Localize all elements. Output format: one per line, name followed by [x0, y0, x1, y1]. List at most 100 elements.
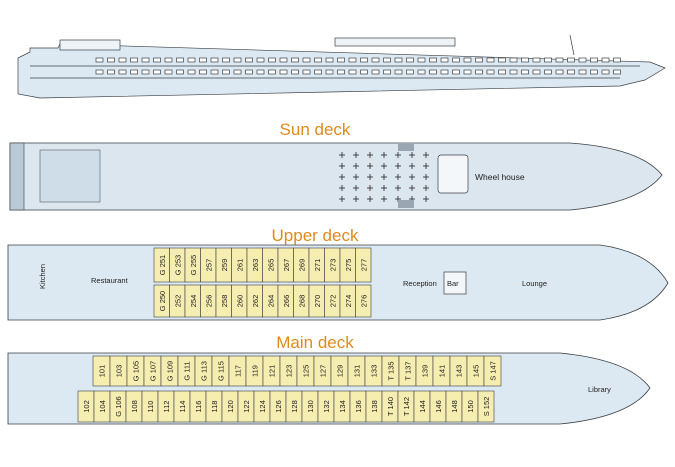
upper-deck-bottom-cabin-number: 272 [328, 295, 337, 308]
sun-deck-aft-area [39, 149, 101, 203]
upper-deck-bottom-cabin-number: 254 [189, 295, 198, 308]
sun-lounger-marker [381, 152, 387, 158]
profile-window [314, 69, 322, 75]
sun-lounger-marker [367, 163, 373, 169]
profile-window [567, 69, 575, 75]
wheel-house-label: Wheel house [475, 172, 525, 182]
profile-window [291, 69, 299, 75]
main-deck-bottom-cabin-number: 138 [370, 400, 379, 413]
main-deck-top-cabin-number: 143 [455, 365, 464, 378]
sun-lounger-marker [409, 185, 415, 191]
profile-window [406, 69, 414, 75]
profile-window [452, 57, 460, 63]
upper-deck-top-cabin-number: 273 [328, 259, 337, 272]
main-deck-bottom-cabin-number: 126 [274, 400, 283, 413]
profile-window [521, 57, 529, 63]
profile-window [325, 57, 334, 63]
profile-window [486, 69, 495, 75]
upper-deck-top-cabin-number: 263 [251, 259, 260, 272]
main-deck-bottom-cabin-number: 108 [130, 400, 139, 413]
main-deck-top-cabin-number: 103 [115, 365, 124, 378]
main-deck-top-cabin-number: G 109 [166, 361, 175, 381]
upper-deck-bottom-cabin-number: 268 [297, 295, 306, 308]
main-deck-top-cabin-number: S 147 [489, 361, 498, 381]
mast [569, 34, 575, 56]
sun-lounger-marker [423, 152, 429, 158]
upper-deck: Kitchen Restaurant Reception Bar Lounge … [7, 244, 669, 321]
profile-window [130, 69, 138, 75]
main-deck-bottom-cabin-number: 150 [466, 400, 475, 413]
main-deck-bottom-cabin-number: 146 [434, 400, 443, 413]
profile-window [544, 57, 552, 63]
profile-window [486, 57, 495, 63]
profile-window [302, 57, 311, 63]
upper-deck-bottom-cabin-number: 270 [313, 295, 322, 308]
profile-window [164, 57, 173, 63]
profile-window [452, 69, 460, 75]
main-deck-top-cabin-number: 123 [285, 365, 294, 378]
superstructure-sun [59, 39, 121, 51]
main-deck-top-cabin-number: 101 [98, 365, 107, 378]
profile-window [130, 57, 138, 63]
profile-window [291, 57, 299, 63]
profile-window [613, 57, 621, 63]
main-deck-top-cabin-number: 129 [336, 365, 345, 378]
main-deck-top-cabin-number: G 107 [149, 361, 158, 381]
profile-window [383, 69, 391, 75]
main-deck-bottom-cabin-number: 128 [290, 400, 299, 413]
profile-window [601, 57, 610, 63]
main-deck-bottom-cabin-number: T 140 [386, 397, 395, 416]
profile-window [348, 69, 357, 75]
profile-window [279, 69, 288, 75]
upper-deck-title: Upper deck [271, 226, 359, 245]
ship-profile [17, 34, 666, 99]
profile-window [590, 69, 598, 75]
main-deck-top-cabin-number: 131 [353, 365, 362, 378]
sun-deck: Wheel house [9, 142, 663, 211]
profile-window [475, 69, 483, 75]
main-deck-bottom-cabin-number: 136 [354, 400, 363, 413]
main-deck-top-cabin-number: G 113 [200, 361, 209, 381]
profile-window [302, 69, 311, 75]
main-deck-bottom-cabin-number: 104 [98, 400, 107, 413]
main-deck-top-cabin-number: 141 [438, 365, 447, 378]
profile-window [578, 57, 587, 63]
profile-window [601, 69, 610, 75]
profile-window [222, 69, 230, 75]
profile-window [164, 69, 173, 75]
sun-lounger-marker [395, 163, 401, 169]
profile-window [141, 69, 150, 75]
upper-deck-top-cabin-number: G 255 [189, 255, 198, 275]
profile-window [95, 57, 104, 63]
main-deck-bottom-cabin-number: 148 [450, 400, 459, 413]
main-deck-top-cabin-number: T 135 [387, 361, 396, 380]
main-deck-top-cabin-number: 121 [268, 365, 277, 378]
profile-window [153, 57, 161, 63]
profile-window [475, 57, 483, 63]
main-deck-bottom-cabin [477, 390, 495, 423]
sun-deck-stairs-top [398, 143, 414, 151]
profile-window [233, 69, 242, 75]
sun-lounger-marker [367, 174, 373, 180]
profile-window [107, 57, 115, 63]
sun-lounger-marker [395, 174, 401, 180]
profile-window [498, 69, 506, 75]
sun-lounger-marker [395, 152, 401, 158]
upper-deck-top-cabin-number: 271 [313, 259, 322, 272]
profile-window [417, 57, 426, 63]
sun-deck-hull [9, 142, 663, 211]
sun-lounger-marker [367, 152, 373, 158]
upper-deck-top-cabin-number: G 251 [158, 255, 167, 275]
profile-window [394, 69, 403, 75]
profile-window [555, 69, 564, 75]
main-deck-bottom-cabin-number: 130 [306, 400, 315, 413]
bar-label: Bar [447, 279, 459, 288]
profile-window [348, 57, 357, 63]
profile-window [532, 69, 541, 75]
profile-window [245, 57, 253, 63]
sun-deck-stairs-bottom [398, 200, 414, 208]
profile-window [613, 69, 621, 75]
sun-lounger-marker [395, 185, 401, 191]
profile-window [544, 69, 552, 75]
